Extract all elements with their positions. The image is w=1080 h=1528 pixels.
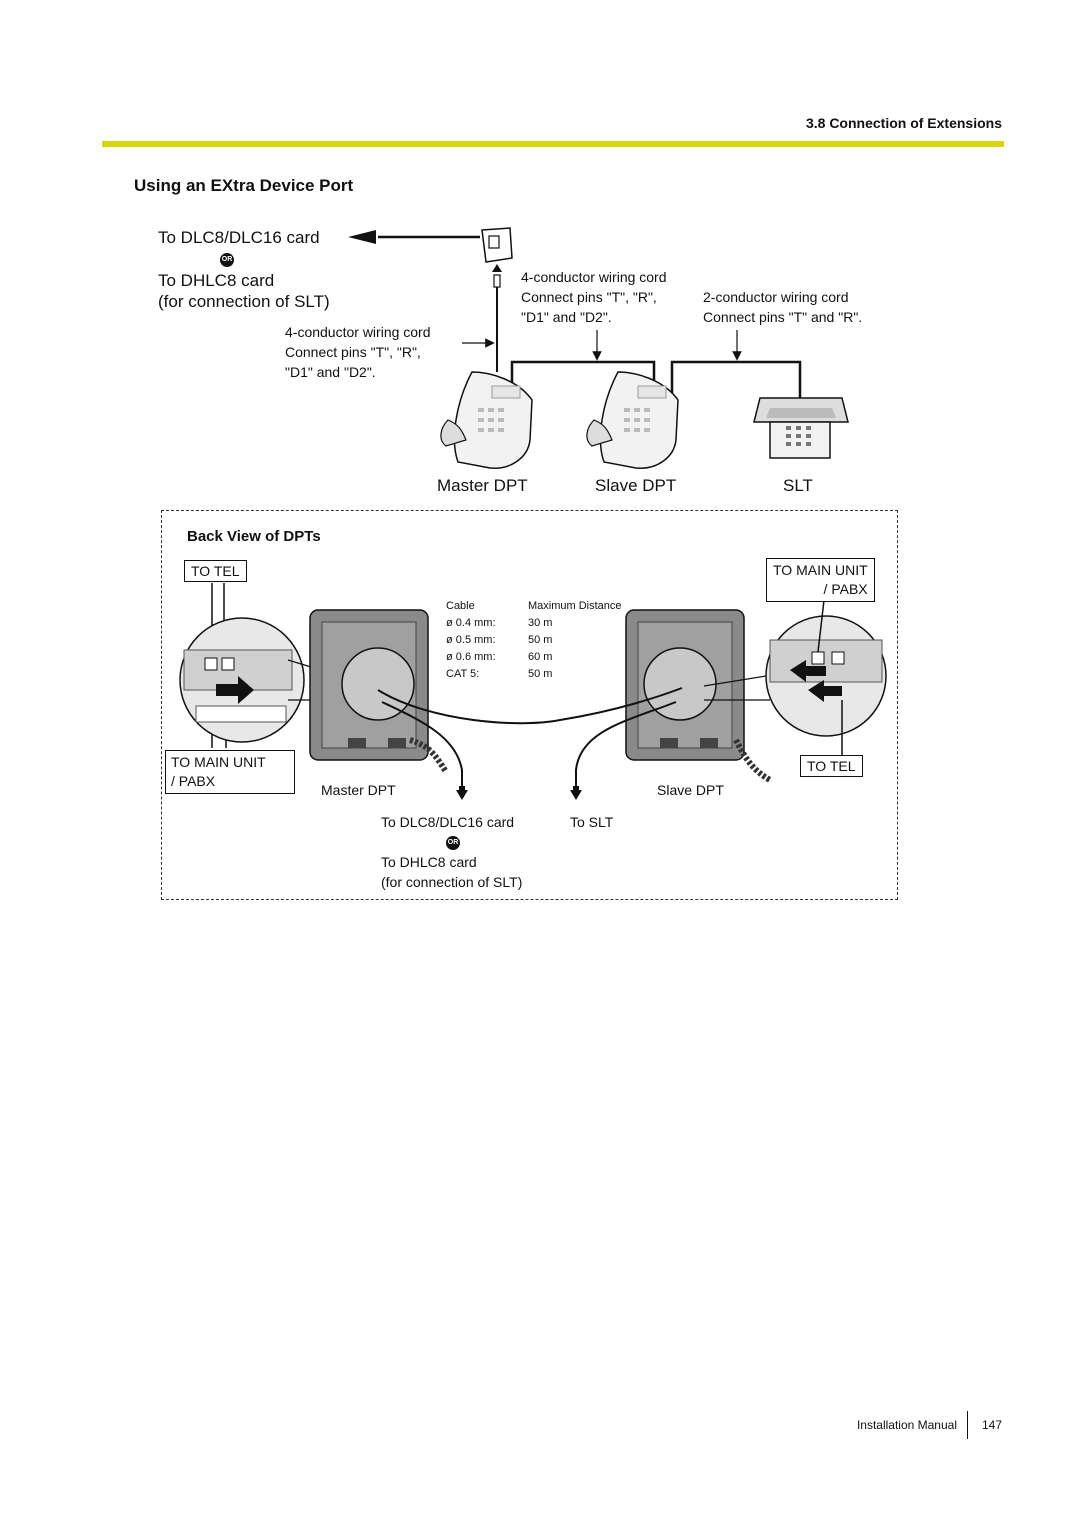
- table-row: ø 0.5 mm: 50 m: [446, 632, 622, 649]
- plug-icon: [493, 274, 501, 288]
- back-view-title: Back View of DPTs: [187, 528, 321, 545]
- master-dpt-back-icon: [309, 609, 449, 774]
- back-master-dpt-label: Master DPT: [321, 782, 396, 798]
- or-badge: OR: [220, 253, 234, 267]
- right-cord-line-1: 2-conductor wiring cord: [703, 289, 849, 305]
- to-main-right-line-2: / PABX: [823, 581, 868, 597]
- table-cell-cable: CAT 5:: [446, 668, 480, 680]
- table-cell-cable: ø 0.5 mm:: [446, 634, 496, 646]
- table-row: CAT 5: 50 m: [446, 666, 622, 683]
- to-tel-left-box: TO TEL: [184, 560, 247, 582]
- slt-label: SLT: [783, 476, 813, 495]
- to-tel-right-box: TO TEL: [800, 755, 863, 777]
- table-row: ø 0.4 mm: 30 m: [446, 615, 622, 632]
- to-main-left-line-2: / PABX: [171, 773, 216, 789]
- to-dlc-label: To DLC8/DLC16 card: [158, 228, 320, 247]
- left-cord-line-3: "D1" and "D2".: [285, 364, 376, 380]
- table-cell-distance: 60 m: [528, 651, 553, 663]
- to-main-left-box: TO MAIN UNIT / PABX: [165, 750, 295, 794]
- arrow-left-icon: [348, 230, 376, 244]
- for-slt-label: (for connection of SLT): [158, 292, 330, 311]
- cable-distance-table: Cable Maximum Distance ø 0.4 mm: 30 m ø 0.…: [446, 598, 622, 683]
- back-to-dhlc-label: To DHLC8 card: [381, 854, 477, 870]
- page-number: 147: [982, 1418, 1003, 1432]
- slave-dpt-back-icon: [625, 609, 772, 783]
- table-cell-distance: 50 m: [528, 668, 553, 680]
- mid-cord-line-2: Connect pins "T", "R",: [521, 289, 657, 305]
- back-slave-dpt-label: Slave DPT: [657, 782, 724, 798]
- to-main-right-line-1: TO MAIN UNIT: [773, 562, 868, 578]
- mid-cord-line-1: 4-conductor wiring cord: [521, 269, 667, 285]
- table-cell-cable: ø 0.4 mm:: [446, 617, 496, 629]
- right-cord-line-2: Connect pins "T" and "R".: [703, 309, 863, 325]
- to-dhlc-label: To DHLC8 card: [158, 271, 275, 290]
- back-to-slt-label: To SLT: [570, 814, 614, 830]
- back-for-slt-label: (for connection of SLT): [381, 874, 523, 890]
- section-header: 3.8 Connection of Extensions: [805, 115, 1002, 131]
- left-cord-line-2: Connect pins "T", "R",: [285, 344, 421, 360]
- footer-divider: [967, 1411, 968, 1439]
- to-main-left-line-1: TO MAIN UNIT: [171, 754, 266, 770]
- master-dpt-phone-icon: [440, 371, 533, 469]
- table-cell-distance: 30 m: [528, 617, 553, 629]
- back-to-dlc-label: To DLC8/DLC16 card: [381, 814, 515, 830]
- slave-dpt-phone-icon: [586, 371, 679, 469]
- slave-dpt-label: Slave DPT: [595, 476, 677, 495]
- page-heading: Using an EXtra Device Port: [134, 176, 354, 195]
- header-rule: [102, 141, 1004, 147]
- arrow-up-icon: [492, 264, 502, 272]
- left-cord-line-1: 4-conductor wiring cord: [285, 324, 431, 340]
- to-main-right-box: TO MAIN UNIT / PABX: [766, 558, 875, 602]
- master-dpt-label: Master DPT: [437, 476, 528, 495]
- table-header-row: Cable Maximum Distance: [446, 598, 622, 615]
- wall-jack-icon: [481, 227, 513, 263]
- footer-manual-title: Installation Manual: [856, 1418, 957, 1432]
- master-jack-zoom-icon: [179, 617, 305, 743]
- table-header-distance: Maximum Distance: [528, 600, 622, 612]
- back-view-frame: [161, 510, 898, 900]
- mid-cord-line-3: "D1" and "D2".: [521, 309, 612, 325]
- table-row: ø 0.6 mm: 60 m: [446, 649, 622, 666]
- table-cell-distance: 50 m: [528, 634, 553, 646]
- table-cell-cable: ø 0.6 mm:: [446, 651, 496, 663]
- or-badge: OR: [446, 836, 460, 850]
- table-header-cable: Cable: [446, 600, 475, 612]
- slave-jack-zoom-icon: [765, 615, 887, 737]
- slt-phone-icon: [753, 397, 849, 459]
